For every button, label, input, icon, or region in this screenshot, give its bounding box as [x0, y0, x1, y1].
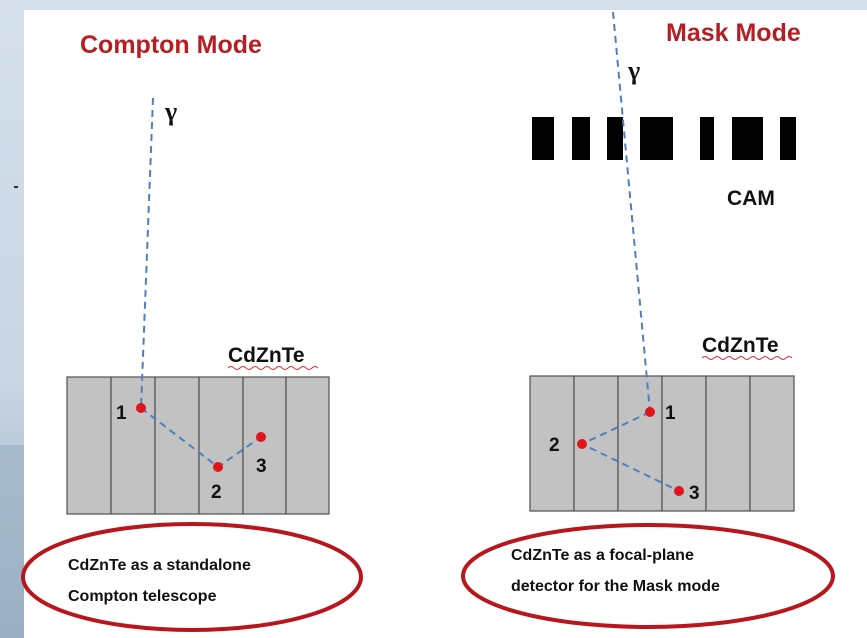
compton-interaction-point: [256, 432, 266, 442]
compton-interaction-point: [136, 403, 146, 413]
coded-aperture-mask: [532, 117, 796, 160]
compton-detector-label: CdZnTe: [228, 344, 305, 367]
mask-detector-array: [529, 375, 795, 512]
mask-spellcheck-underline: [701, 356, 793, 360]
mask-caption-line: detector for the Mask mode: [511, 578, 720, 595]
compton-detector-cell: [285, 376, 330, 515]
mask-detector-cell: [749, 375, 795, 512]
compton-incident-gamma-ray: [140, 97, 154, 409]
mask-opaque-element: [607, 117, 623, 160]
mask-caption-ellipse: [461, 523, 835, 629]
compton-detector-cell: [66, 376, 112, 515]
backdrop-lower-strip: [0, 445, 24, 638]
mask-opaque-element: [700, 117, 714, 160]
mask-opaque-element: [532, 117, 554, 160]
mask-interaction-point: [674, 486, 684, 496]
mask-opaque-element: [572, 117, 590, 160]
mask-incident-gamma-ray: [612, 11, 651, 413]
mask-opaque-element: [732, 117, 763, 160]
compton-detector-cell: [110, 376, 156, 515]
compton-caption-ellipse: [21, 522, 363, 632]
compton-detector-array: [66, 376, 330, 515]
mask-detector-label: CdZnTe: [702, 334, 779, 357]
compton-point-label: 3: [256, 456, 267, 477]
mask-mode-title: Mask Mode: [666, 19, 801, 47]
mask-point-label: 1: [665, 403, 676, 424]
mask-detector-cell: [617, 375, 663, 512]
mask-mode-panel: Mask Mode γ CAM CdZnTe: [461, 11, 835, 629]
compton-point-label: 1: [116, 403, 127, 424]
mask-caption-line: CdZnTe as a focal-plane: [511, 547, 694, 564]
mask-opaque-element: [780, 117, 796, 160]
mask-label: CAM: [727, 187, 775, 210]
mask-point-label: 3: [689, 483, 700, 504]
mask-interaction-point: [577, 439, 587, 449]
compton-mode-panel: Compton Mode γ CdZnTe 1 2 3 CdZnTe as a: [21, 31, 363, 632]
backdrop-mark: [14, 186, 18, 188]
compton-detector-cell: [154, 376, 200, 515]
mask-gamma-label: γ: [627, 56, 640, 85]
compton-gamma-label: γ: [164, 97, 177, 126]
compton-caption-line: Compton telescope: [68, 588, 217, 605]
mask-interaction-point: [645, 407, 655, 417]
compton-point-label: 2: [211, 482, 222, 503]
white-panel: [24, 10, 867, 638]
mask-detector-cell: [529, 375, 575, 512]
compton-spellcheck-underline: [227, 366, 319, 370]
compton-caption-line: CdZnTe as a standalone: [68, 557, 251, 574]
mask-opaque-element: [640, 117, 673, 160]
mask-point-label: 2: [549, 435, 560, 456]
mask-detector-cell: [705, 375, 751, 512]
compton-interaction-point: [213, 462, 223, 472]
compton-mode-title: Compton Mode: [80, 31, 262, 59]
